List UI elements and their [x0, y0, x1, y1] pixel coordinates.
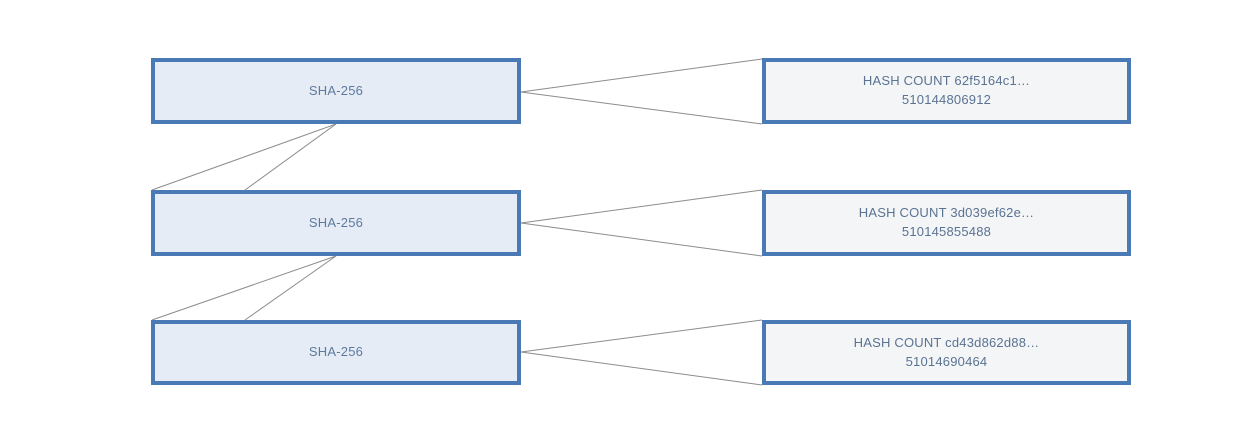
count-node-1-line1: HASH COUNT 62f5164c1…	[862, 73, 1031, 89]
hash-node-1[interactable]: SHA-256	[151, 58, 521, 124]
hash-node-3[interactable]: SHA-256	[151, 320, 521, 385]
edge-row1-to-count-bottom	[520, 91, 763, 125]
count-node-2-line1: HASH COUNT 3d039ef62e…	[858, 205, 1035, 221]
edge-row1-to-row2-left	[151, 123, 337, 191]
edge-row1-to-count-top	[520, 58, 763, 93]
edge-row2-to-row3-left	[151, 255, 337, 321]
count-node-1[interactable]: HASH COUNT 62f5164c1… 510144806912	[762, 58, 1131, 124]
count-node-3-line1: HASH COUNT cd43d862d88…	[853, 334, 1040, 350]
edge-row1-to-row2-mid	[244, 123, 337, 191]
hash-node-2-label: SHA-256	[308, 214, 364, 230]
count-node-3-line2: 51014690464	[905, 353, 988, 369]
count-node-2[interactable]: HASH COUNT 3d039ef62e… 510145855488	[762, 190, 1131, 256]
count-node-1-line2: 510144806912	[901, 92, 992, 107]
count-node-3[interactable]: HASH COUNT cd43d862d88… 51014690464	[762, 320, 1131, 385]
edge-row3-to-count-bottom	[520, 351, 763, 386]
edge-row2-to-row3-mid	[244, 255, 337, 321]
count-node-2-line2: 510145855488	[901, 224, 992, 239]
hash-node-3-label: SHA-256	[308, 344, 364, 360]
hash-node-1-label: SHA-256	[308, 82, 364, 98]
hash-node-2[interactable]: SHA-256	[151, 190, 521, 256]
edge-row3-to-count-top	[520, 319, 763, 353]
edge-row2-to-count-top	[520, 189, 763, 224]
edge-row2-to-count-bottom	[520, 222, 763, 257]
